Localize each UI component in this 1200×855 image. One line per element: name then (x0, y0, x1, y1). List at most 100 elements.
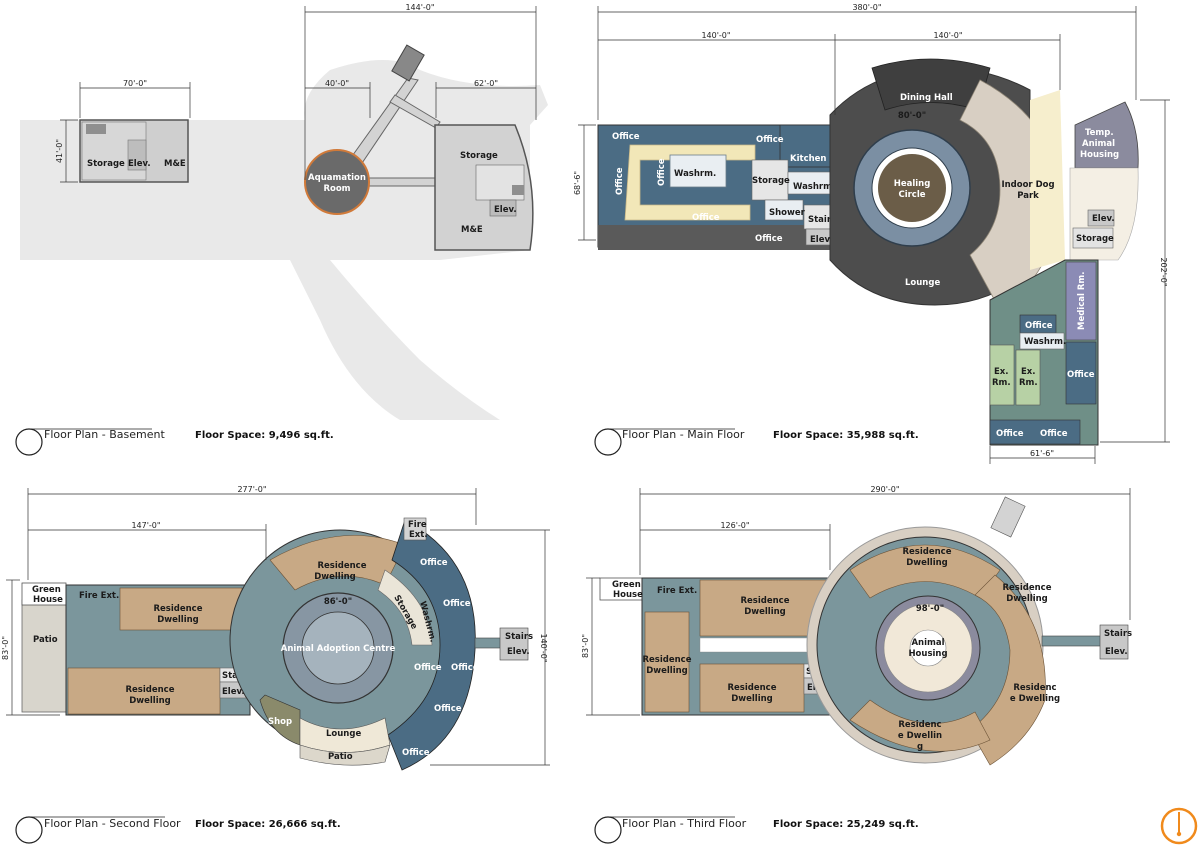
label-third-green-1: Green (612, 580, 641, 590)
label-main-office-2: Office (615, 167, 625, 195)
second-dimensions (6, 488, 550, 766)
label-second-office-2: Office (443, 599, 471, 609)
second-title-marker (15, 816, 43, 844)
north-arrow-icon (1160, 807, 1198, 845)
third-floor-space: Floor Space: 25,249 sq.ft. (773, 819, 919, 830)
second-patio-left (21, 599, 67, 713)
label-main-office-5: Office (756, 135, 784, 145)
label-basement-storage-2: Storage (460, 151, 498, 161)
label-main-washrm-2: Washrm. (793, 182, 835, 192)
label-main-stairs: Stairs (808, 215, 836, 225)
label-third-arc-tl-2: Dwelling (906, 558, 948, 568)
dim-main-bottom: 61'-6" (1030, 449, 1054, 458)
third-res-arc-top (849, 544, 1001, 599)
dim-basement-mid: 40'-0" (325, 79, 349, 88)
basement-title-marker (15, 428, 43, 456)
label-main-office-4: Office (692, 213, 720, 223)
dim-basement-left: 70'-0" (123, 79, 147, 88)
basement-plan: Storage Elev. M&E Aquamation Room Storag… (15, 3, 548, 456)
main-exrm-1 (989, 344, 1015, 406)
label-second-res-bot-2: Dwelling (129, 696, 171, 706)
second-storage-arc (377, 569, 433, 646)
main-dimensions (578, 6, 1170, 464)
label-basement-elev: Elev. (128, 159, 151, 169)
label-second-office-3: Office (414, 663, 442, 673)
label-second-elev-1: Elev. (222, 687, 245, 697)
label-third-green-2: House (613, 590, 643, 600)
basement-aquamation-room (304, 149, 370, 215)
second-office-arc (387, 519, 476, 771)
label-main-healing-2: Circle (898, 190, 925, 200)
label-second-fire-ext-1: Fire Ext. (79, 591, 119, 601)
label-third-arc-tl-1: Residence (903, 547, 952, 557)
third-res-left (644, 611, 690, 713)
basement-east-elev (489, 199, 517, 217)
dim-second-height-left: 83'-0" (1, 636, 10, 660)
third-title-marker (594, 816, 622, 844)
basement-west-box (86, 124, 106, 134)
label-main-dining: Dining Hall (900, 93, 953, 103)
second-patio-bottom (299, 744, 391, 766)
main-elev-2 (1087, 209, 1115, 227)
main-title: Floor Plan - Main Floor (622, 428, 745, 441)
label-basement-me-2: M&E (461, 225, 483, 235)
label-second-fire-ext-2a: Fire (408, 520, 427, 530)
dim-third-left: 126'-0" (720, 521, 749, 530)
label-second-patio-2: Patio (328, 752, 353, 762)
main-healing-core (878, 154, 946, 222)
label-third-stairs-2: Stairs (1104, 629, 1132, 639)
third-floor-plan: Green House Fire Ext. Residence Dwelling… (581, 485, 1132, 844)
main-hub-side (1030, 90, 1065, 270)
basement-title: Floor Plan - Basement (44, 428, 165, 441)
dim-second-height-right: 140'-0" (539, 633, 548, 662)
dim-second-left: 147'-0" (131, 521, 160, 530)
label-main-lounge: Lounge (905, 278, 940, 288)
label-main-exrm-2b: Rm. (1019, 378, 1038, 388)
label-third-arc-b-3: g (917, 742, 923, 752)
label-main-storage-1: Storage (752, 176, 790, 186)
third-res-tc (699, 579, 827, 637)
label-third-res-l-2: Dwelling (646, 666, 688, 676)
label-second-office-1: Office (420, 558, 448, 568)
label-basement-storage: Storage (87, 159, 125, 169)
label-second-office-5: Office (434, 704, 462, 714)
label-third-res-bc-1: Residence (728, 683, 777, 693)
label-second-res-arc-1: Residence (318, 561, 367, 571)
dim-basement-right: 62'-0" (474, 79, 498, 88)
label-main-healing-1: Healing (894, 179, 931, 189)
main-kitchen (779, 124, 833, 168)
third-stairs-bridge (1041, 635, 1103, 647)
label-second-lounge: Lounge (326, 729, 361, 739)
label-aquamation-2: Room (323, 184, 350, 194)
main-medical (1065, 261, 1097, 341)
label-third-arc-tr-1: Residence (1003, 583, 1052, 593)
label-main-office-b1: Office (996, 429, 1024, 439)
third-res-arc-right (969, 574, 1046, 766)
label-second-res-arc-2: Dwelling (314, 572, 356, 582)
third-title: Floor Plan - Third Floor (622, 817, 747, 830)
label-basement-me: M&E (164, 159, 186, 169)
dim-main-height-right: 202'-0" (1159, 257, 1168, 286)
label-third-arc-b-2: e Dwellin (898, 731, 942, 741)
second-res-bottom (67, 667, 221, 715)
basement-vent (391, 44, 425, 82)
main-office-lower (1065, 341, 1097, 405)
label-main-exrm-1a: Ex. (994, 367, 1009, 377)
dim-third-height: 83'-0" (581, 634, 590, 658)
third-res-arc-bottom (849, 699, 991, 752)
label-main-elev-1: Elev. (810, 235, 833, 245)
dim-main-right: 140'-0" (933, 31, 962, 40)
label-second-res-top-1: Residence (154, 604, 203, 614)
label-aquamation-1: Aquamation (308, 173, 366, 183)
label-second-shop: Shop (268, 717, 292, 727)
dim-third-overall: 290'-0" (870, 485, 899, 494)
label-third-res-tc-2: Dwelling (744, 607, 786, 617)
label-basement-elev-2: Elev. (494, 205, 517, 215)
main-storage-1 (751, 159, 789, 201)
dim-basement-height: 41'-0" (55, 139, 64, 163)
main-floor-plan: Office Office Office Washrm. Office Offi… (573, 3, 1170, 464)
second-floor-space: Floor Space: 26,666 sq.ft. (195, 819, 341, 830)
main-shower (764, 199, 804, 221)
second-adoption-inner (301, 611, 375, 685)
label-main-washrm-1: Washrm. (674, 169, 716, 179)
